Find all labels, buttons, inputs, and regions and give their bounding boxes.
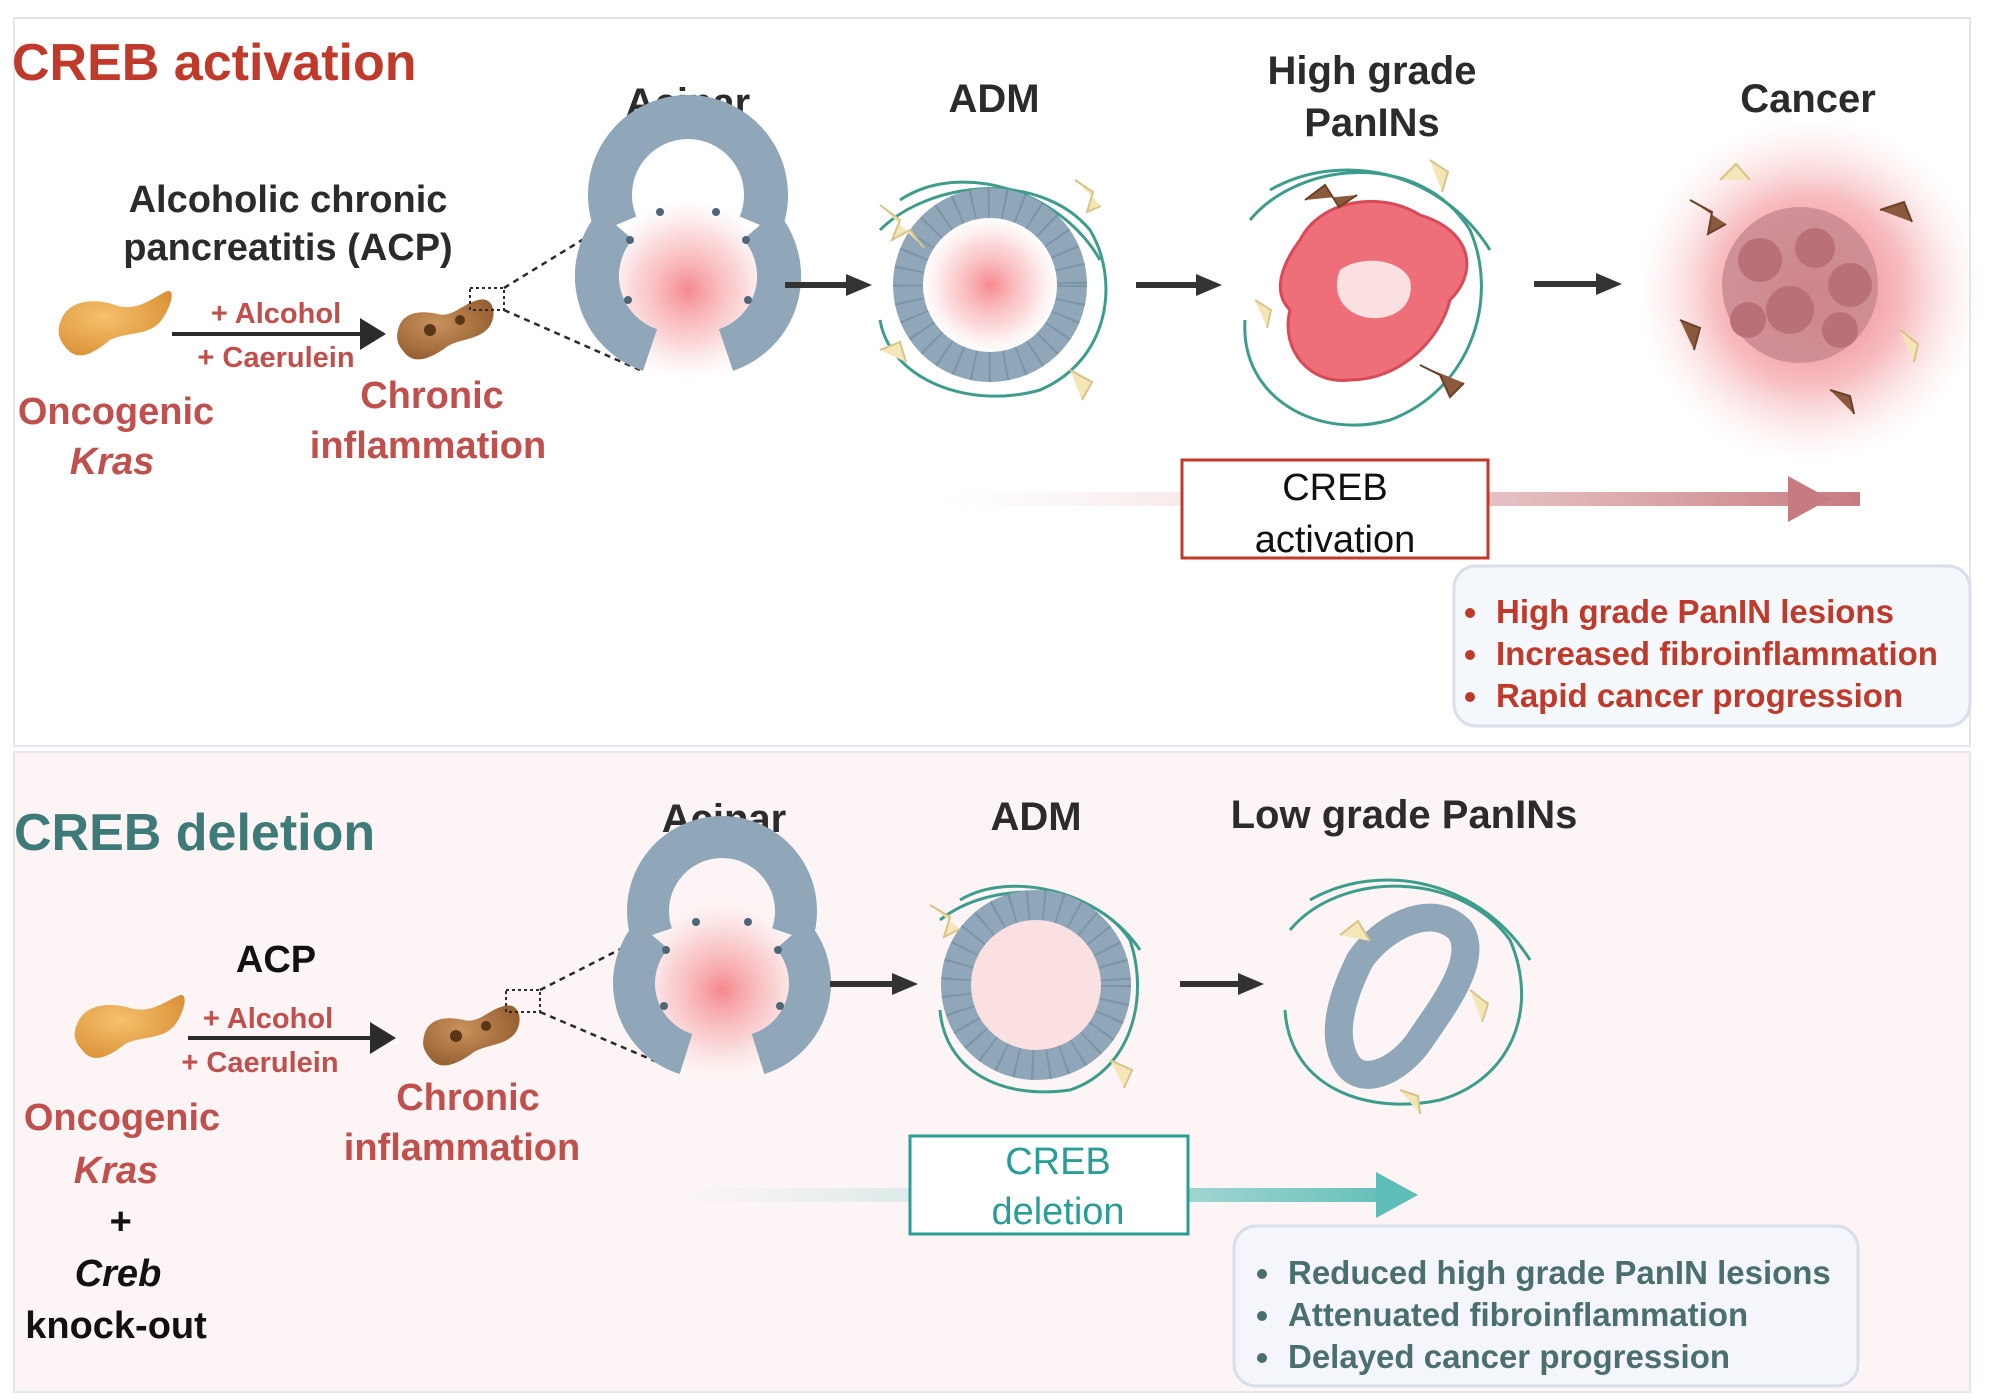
top-source-line2: Kras <box>70 441 155 483</box>
bottom-outcome-1: Reduced high grade PanIN lesions <box>1288 1254 1831 1291</box>
bottom-stage-lowgrade: Low grade PanINs <box>1231 793 1578 837</box>
bottom-progress-arrow-1 <box>830 973 918 995</box>
lowgrade-panin-illustration <box>1283 878 1532 1115</box>
bottom-source-line4: Creb <box>75 1253 162 1295</box>
top-stage-adm: ADM <box>948 77 1039 121</box>
bottom-treatment-arrowhead <box>370 1022 396 1054</box>
top-treatment-caerulein: + Caerulein <box>197 342 354 374</box>
bottom-source-line2: Kras <box>74 1150 159 1192</box>
highgrade-panin-illustration <box>1243 159 1492 427</box>
bottom-treatment-alcohol: + Alcohol <box>203 1003 333 1035</box>
top-stage-highgrade-line2: PanINs <box>1304 101 1440 145</box>
bottom-source-line3: + <box>109 1201 131 1243</box>
top-stage-cancer: Cancer <box>1740 77 1876 121</box>
deletion-progress-arrowhead <box>1376 1172 1418 1218</box>
top-title: CREB activation <box>12 34 417 92</box>
deletion-label-line2: deletion <box>991 1191 1124 1233</box>
activation-label-line1: CREB <box>1282 467 1388 509</box>
bottom-source-line5: knock-out <box>25 1305 207 1347</box>
top-outcome-1: High grade PanIN lesions <box>1496 593 1894 630</box>
deletion-label-box <box>908 1134 1190 1236</box>
pancreas-icon <box>58 291 172 356</box>
bottom-acp-title: ACP <box>236 939 316 981</box>
adm-illustration-top <box>878 179 1108 401</box>
bottom-outcome-3: Delayed cancer progression <box>1288 1338 1730 1375</box>
bottom-inflamed-pancreas-icon <box>423 1005 520 1066</box>
bottom-treatment-caerulein: + Caerulein <box>181 1047 338 1079</box>
top-inflammation-line1: Chronic <box>360 375 504 417</box>
bottom-pancreas-icon <box>74 995 185 1058</box>
top-outcome-3: Rapid cancer progression <box>1496 677 1903 714</box>
top-outcome-2: Increased fibroinflammation <box>1496 635 1938 672</box>
acinar-illustration-bottom <box>613 816 831 1080</box>
bottom-progress-arrow-2 <box>1180 973 1264 995</box>
adm-illustration-bottom <box>929 884 1142 1094</box>
bottom-source-line1: Oncogenic <box>24 1097 220 1139</box>
bottom-outcomes-box <box>1232 1224 1860 1388</box>
bottom-zoom-box <box>505 989 541 1013</box>
bottom-stage-adm: ADM <box>990 795 1081 839</box>
bottom-inflammation-line1: Chronic <box>396 1077 540 1119</box>
bottom-title: CREB deletion <box>14 804 375 862</box>
bottom-inflammation-line2: inflammation <box>344 1127 580 1169</box>
activation-label-line2: activation <box>1255 519 1416 561</box>
top-treatment-arrowhead <box>360 318 386 350</box>
top-treatment-alcohol: + Alcohol <box>211 298 341 330</box>
acinar-illustration-top <box>574 95 802 382</box>
top-acp-title-line2: pancreatitis (ACP) <box>123 227 452 269</box>
top-stage-highgrade-line1: High grade <box>1268 49 1477 93</box>
top-outcomes-box <box>1452 564 1972 728</box>
top-progress-arrow-3 <box>1534 273 1622 295</box>
bottom-outcome-2: Attenuated fibroinflammation <box>1288 1296 1748 1333</box>
activation-label-box <box>1180 458 1490 560</box>
deletion-label-line1: CREB <box>1005 1141 1111 1183</box>
inflamed-pancreas-icon <box>397 299 494 360</box>
cancer-illustration <box>1635 115 1985 465</box>
top-source-line1: Oncogenic <box>18 391 214 433</box>
activation-progress-arrowhead <box>1788 476 1830 522</box>
top-inflammation-line2: inflammation <box>310 425 546 467</box>
top-progress-arrow-1 <box>785 274 872 296</box>
top-acp-title-line1: Alcoholic chronic <box>129 179 448 221</box>
zoom-line-bottom <box>503 308 641 372</box>
top-progress-arrow-2 <box>1136 274 1222 296</box>
zoom-box <box>469 287 505 311</box>
